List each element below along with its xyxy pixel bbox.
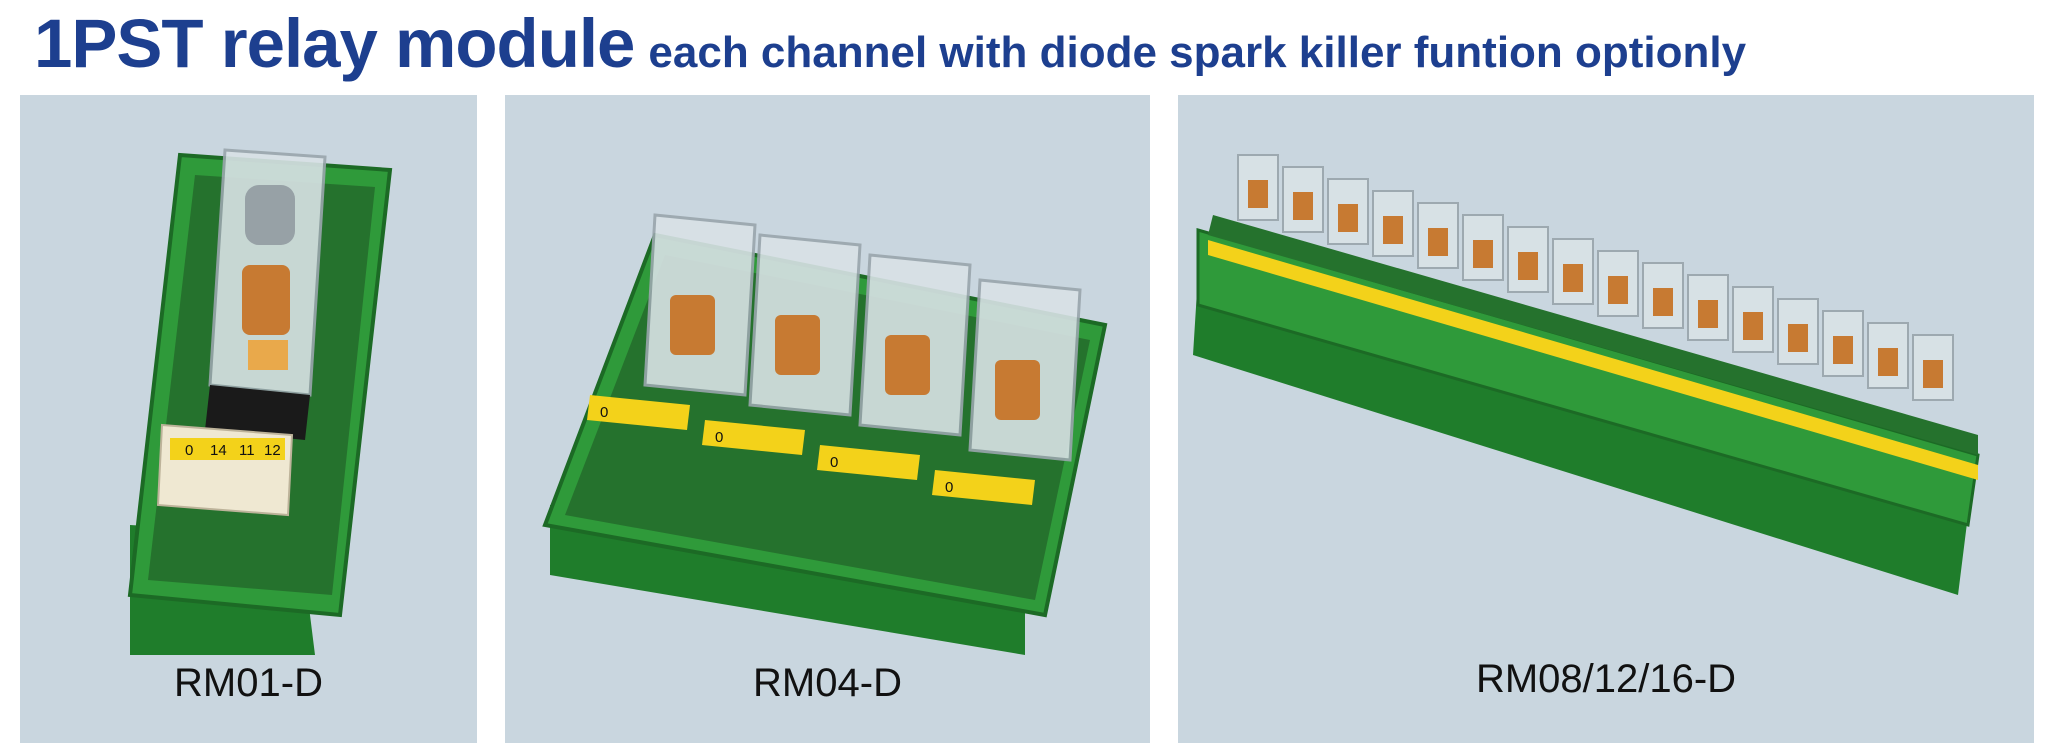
- terminal-label: 0: [715, 429, 723, 446]
- terminal-label: 14: [210, 442, 227, 459]
- terminal-label: 0: [830, 454, 838, 471]
- product-card-rm16: RM08/12/16-D: [1178, 95, 2034, 743]
- product-card-rm04: 0 0 0 0 RM04-D: [505, 95, 1150, 743]
- relay-module-1ch-image: 0 14 11 12: [127, 148, 393, 655]
- title-main: 1PST relay module: [34, 5, 635, 82]
- relay-module-4ch-image: 0 0 0 0: [542, 213, 1108, 655]
- page-title: 1PST relay module each channel with diode…: [34, 4, 1746, 83]
- title-subtitle: each channel with diode spark killer fun…: [648, 28, 1747, 77]
- relay-module-16ch-image: [1193, 154, 1980, 595]
- product-card-rm01: 0 14 11 12 RM01-D: [20, 95, 477, 743]
- product-model-label: RM01-D: [174, 661, 323, 705]
- terminal-label: 11: [239, 442, 255, 459]
- product-model-label: RM04-D: [753, 661, 902, 705]
- terminal-label: 0: [600, 404, 608, 421]
- product-model-label: RM08/12/16-D: [1475, 657, 1737, 701]
- terminal-label: 0: [945, 479, 953, 496]
- terminal-label: 0: [185, 442, 193, 459]
- terminal-label: 12: [264, 442, 281, 459]
